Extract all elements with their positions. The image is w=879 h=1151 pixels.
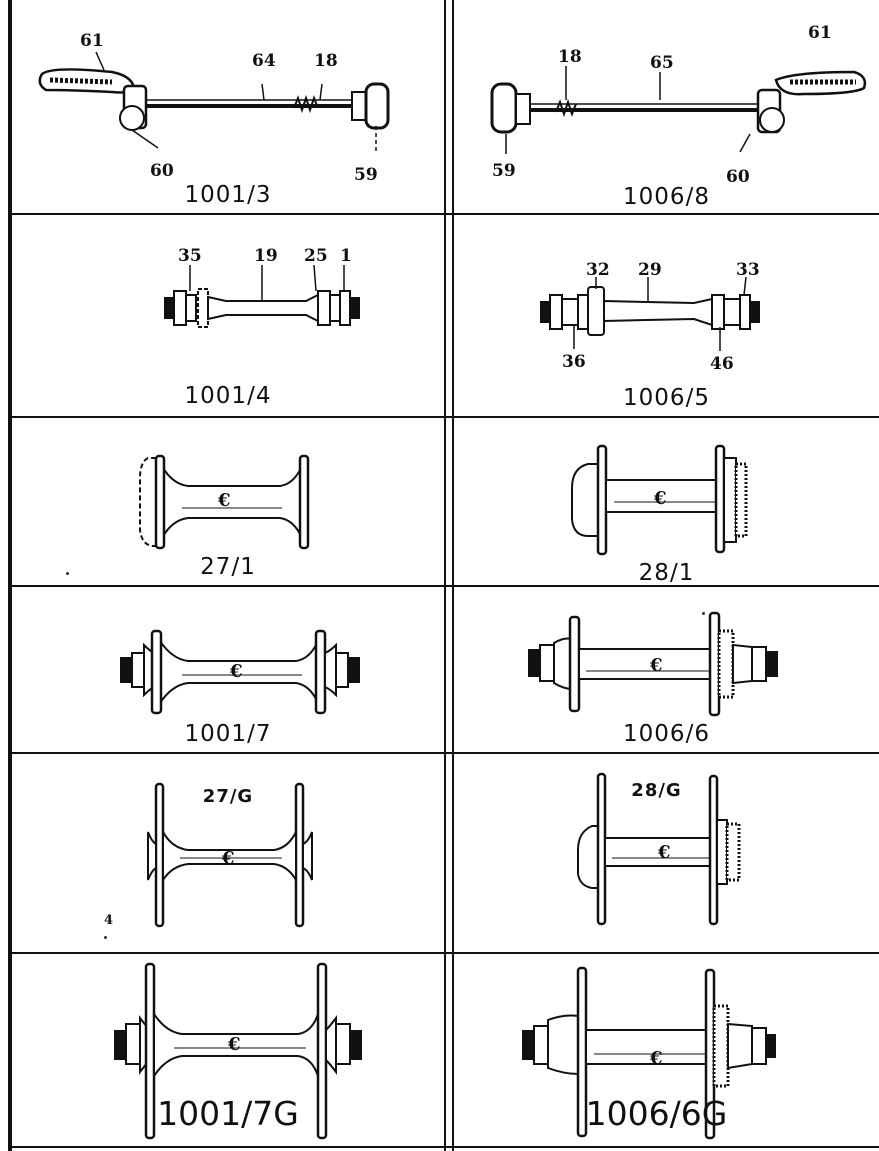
print-speck [66,572,69,575]
part-label: 1 [340,246,352,266]
part-label: 59 [492,161,516,181]
part-label: 33 [736,260,760,280]
part-code: 1006/5 [623,385,710,411]
rear-hub-illustration: € [528,611,778,717]
part-label: 46 [710,354,734,374]
cell-1006-6: € 1006/6 [454,587,879,752]
cell-27-1: € 27/1 [12,418,444,585]
skewer-front-illustration: 61 64 18 60 59 [38,31,390,185]
row-divider [12,213,879,215]
part-label: 61 [80,31,104,51]
svg-text:€: € [229,661,243,682]
row-divider [12,1146,879,1148]
front-hub-illustration: € [120,629,360,715]
part-label: 60 [726,167,750,187]
stray-mark: 4 [104,913,113,928]
column-divider [444,0,454,1151]
part-label: 61 [808,23,832,43]
rear-hub-shell-large-illustration: € [577,772,741,926]
part-code: 1001/7 [184,721,272,747]
part-code: 28/1 [638,560,695,586]
row-divider [12,585,879,587]
cell-1006-5: 32 29 33 36 46 1006/5 [454,215,879,416]
part-label: 19 [254,246,278,266]
part-label: 25 [304,246,328,266]
svg-text:€: € [221,848,235,869]
part-label: 29 [638,260,662,280]
cell-27-g: € 4 27/G [12,754,444,952]
svg-text:€: € [649,1048,663,1069]
part-code: 1006/6 [623,721,710,747]
svg-text:€: € [653,488,667,509]
part-code: 1006/6G [585,1094,728,1133]
sheet-left-border [8,0,12,1151]
front-hub-shell-large-illustration: € 4 [104,782,313,928]
print-speck [702,612,705,615]
part-label: 65 [650,53,674,73]
part-code: 28/G [631,780,682,801]
svg-text:€: € [227,1034,241,1055]
cell-1001-7g: € 1001/7G [12,954,444,1146]
svg-text:€: € [657,842,671,863]
part-label: 18 [558,47,582,67]
cell-28-g: € 28/G [454,754,879,952]
part-code: 1001/7G [157,1094,299,1133]
cell-28-1: € 28/1 [454,418,879,586]
cell-1001-3: 61 64 18 60 59 1001/3 [12,0,444,213]
svg-text:€: € [649,655,663,676]
print-speck [104,936,107,939]
front-hub-shell-illustration: € [139,454,310,550]
part-code: 1001/3 [184,182,272,208]
rear-axle-illustration: 32 29 33 36 46 [540,260,760,374]
front-axle-illustration: 35 19 25 1 [164,246,360,328]
svg-text:€: € [217,490,231,511]
part-label: 36 [562,352,586,372]
cell-1006-8: 18 65 61 59 60 1006/8 [454,0,879,213]
part-label: 64 [252,51,276,71]
part-label: 18 [314,51,338,71]
cell-1001-7: € 1001/7 [12,587,444,752]
part-label: 59 [354,165,378,185]
part-code: 1006/8 [623,184,710,210]
skewer-rear-illustration: 18 65 61 59 60 [490,23,867,187]
row-divider [12,752,879,754]
part-code: 27/1 [200,554,256,580]
cell-1006-6g: € 1006/6G [454,954,879,1146]
part-code: 27/G [202,786,254,807]
part-label: 60 [150,161,174,181]
rear-hub-large-illustration: € [522,966,776,1140]
part-label: 32 [586,260,610,280]
row-divider [12,416,879,418]
part-code: 1001/4 [184,383,272,409]
cell-1001-4: 35 19 25 1 1001/4 [12,215,444,416]
row-divider [12,952,879,954]
front-hub-large-illustration: € [114,962,362,1140]
rear-hub-shell-illustration: € [571,444,748,556]
part-label: 35 [178,246,202,266]
